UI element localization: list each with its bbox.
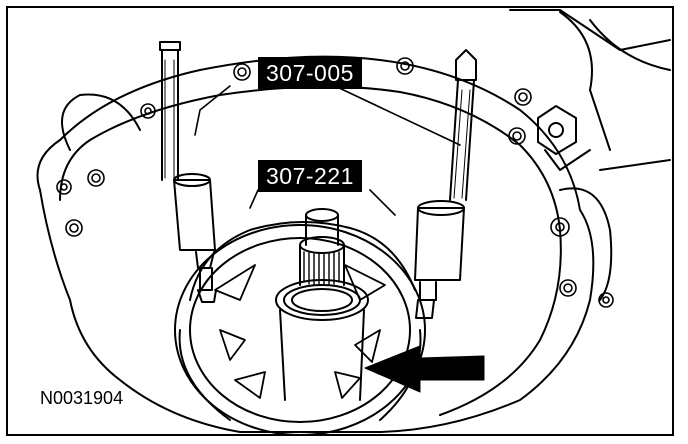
housing-flange (36, 55, 595, 433)
leader-lines (194, 85, 461, 216)
input-shaft (275, 208, 369, 401)
callout-tool-b: 307-221 (258, 160, 362, 192)
direction-arrow (364, 345, 485, 393)
callout-tool-a: 307-005 (258, 57, 362, 89)
figure-frame (6, 6, 674, 436)
figure-code: N0031904 (40, 388, 124, 408)
inner-housing (174, 224, 426, 436)
housing-ribs (214, 264, 386, 399)
hex-bolt (537, 105, 591, 171)
flange-bolt-holes (56, 57, 614, 308)
left-puller-tool (159, 41, 217, 303)
right-puller-tool (414, 49, 477, 319)
